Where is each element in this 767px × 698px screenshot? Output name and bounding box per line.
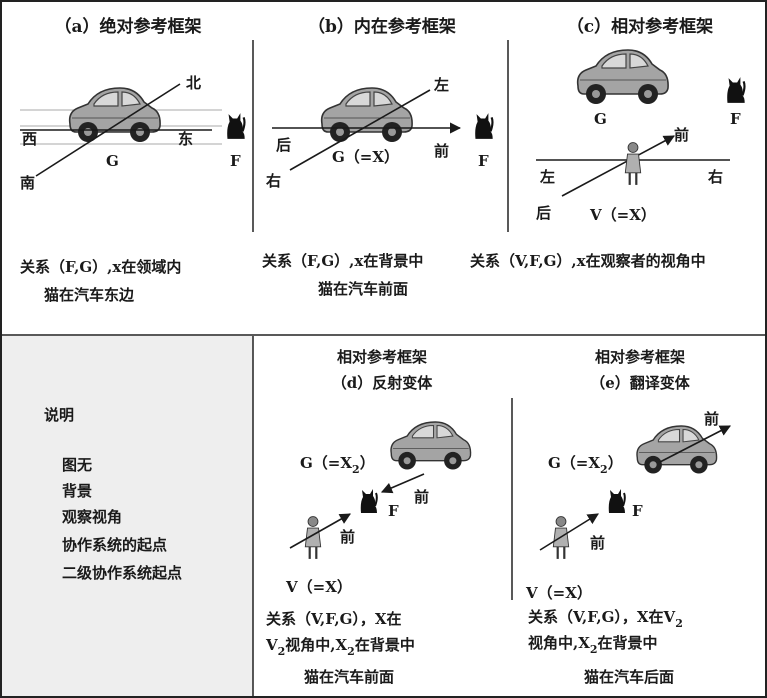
viewer-arrow xyxy=(539,513,599,551)
label-viewer: V（=X） xyxy=(525,584,592,602)
label-front: 前 xyxy=(674,126,689,144)
label-north: 北 xyxy=(186,74,201,92)
label-east: 东 xyxy=(178,130,193,148)
cat-icon xyxy=(726,76,746,104)
label-ground: G xyxy=(594,110,607,128)
panel-a-caption-1: 关系（F,G）,x在领域内 xyxy=(20,258,181,276)
car-icon xyxy=(636,425,718,475)
label-figure: F xyxy=(478,152,489,170)
panel-b-caption-1: 关系（F,G）,x在背景中 xyxy=(262,252,423,270)
ground-front-arrow xyxy=(380,473,425,494)
label-back: 后 xyxy=(536,204,551,222)
panel-e: 相对参考框架 （e）翻译变体 前 G（=X2） F 前 V（=X） 关系（V,F… xyxy=(525,348,731,686)
panel-d-title-1: 相对参考框架 xyxy=(337,348,427,366)
panel-d-title-2: （d）反射变体 xyxy=(332,374,433,392)
panel-e-title-2: （e）翻译变体 xyxy=(590,374,691,392)
panel-a-caption-2: 猫在汽车东边 xyxy=(44,286,135,304)
panel-c-title: （c）相对参考框架 xyxy=(567,16,713,37)
legend-item: 图无 xyxy=(62,456,92,474)
label-ground: G（=X2） xyxy=(300,454,375,476)
person-icon xyxy=(624,142,642,186)
legend-item: 协作系统的起点 xyxy=(62,536,167,554)
legend-item: 背景 xyxy=(62,482,92,500)
panel-d: 相对参考框架 （d）反射变体 G（=X2） 前 F 前 V（=X） 关系（V,F… xyxy=(265,348,472,686)
panel-d-caption-1: 关系（V,F,G），X在 xyxy=(266,610,402,628)
panel-e-title-1: 相对参考框架 xyxy=(595,348,685,366)
panel-e-caption-2: 视角中,X2在背景中 xyxy=(528,634,658,656)
label-figure: F xyxy=(230,152,241,170)
label-right: 右 xyxy=(266,172,281,190)
legend-background xyxy=(2,336,253,696)
legend-item: 二级协作系统起点 xyxy=(62,564,182,582)
panel-a: （a）绝对参考框架 北 西 东 南 G F 关系（F,G）,x在领域内 猫在汽车… xyxy=(20,16,246,304)
panel-e-caption-1: 关系（V,F,G），X在V2 xyxy=(528,608,683,630)
label-arrow-front: 前 xyxy=(414,488,429,506)
label-front: 前 xyxy=(434,142,449,160)
panel-b: （b）内在参考框架 左 后 右 前 G（=X） F 关系（F,G）,x在背景中 … xyxy=(262,16,494,298)
label-ground: G xyxy=(106,152,119,170)
car-front-arrow xyxy=(659,425,731,463)
label-left: 左 xyxy=(433,76,449,94)
label-west: 西 xyxy=(22,130,37,148)
panel-a-title: （a）绝对参考框架 xyxy=(54,16,201,37)
car-icon xyxy=(390,421,472,471)
label-car-front: 前 xyxy=(704,410,719,428)
label-figure: F xyxy=(632,502,643,520)
legend-item: 观察视角 xyxy=(62,508,122,526)
label-viewer: V（=X） xyxy=(589,206,656,224)
cat-icon xyxy=(359,488,378,514)
left-right-axis xyxy=(289,89,431,171)
label-back: 后 xyxy=(276,136,291,154)
panel-e-caption-3: 猫在汽车后面 xyxy=(584,668,674,686)
label-figure: F xyxy=(388,502,399,520)
car-icon xyxy=(320,87,413,143)
viewer-arrow xyxy=(289,513,351,549)
panel-d-caption-2: V2视角中,X2在背景中 xyxy=(265,636,415,658)
cat-icon xyxy=(226,112,246,140)
label-right: 右 xyxy=(708,168,723,186)
panel-d-caption-3: 猫在汽车前面 xyxy=(304,668,394,686)
panel-b-caption-2: 猫在汽车前面 xyxy=(318,280,408,298)
front-back-axis xyxy=(561,135,675,197)
label-viewer-front: 前 xyxy=(340,528,355,546)
label-viewer-front: 前 xyxy=(590,534,605,552)
car-icon xyxy=(576,49,669,105)
panel-b-title: （b）内在参考框架 xyxy=(308,16,456,37)
panel-c: （c）相对参考框架 G F 前 左 右 后 V（=X） 关系（V,F,G）,x在… xyxy=(470,16,746,270)
label-left: 左 xyxy=(539,168,555,186)
legend-title: 说明 xyxy=(44,406,74,424)
label-south: 南 xyxy=(20,174,35,192)
cat-icon xyxy=(474,112,494,140)
label-viewer: V（=X） xyxy=(285,578,352,596)
panel-c-caption-1: 关系（V,F,G）,x在观察者的视角中 xyxy=(470,252,706,270)
car-icon xyxy=(68,87,161,143)
label-ground: G（=X） xyxy=(332,148,399,166)
label-figure: F xyxy=(730,110,741,128)
north-south-axis xyxy=(35,83,181,177)
cat-icon xyxy=(607,488,626,514)
label-ground: G（=X2） xyxy=(548,454,623,476)
legend: 说明 图无 背景 观察视角 协作系统的起点 二级协作系统起点 xyxy=(44,406,182,582)
